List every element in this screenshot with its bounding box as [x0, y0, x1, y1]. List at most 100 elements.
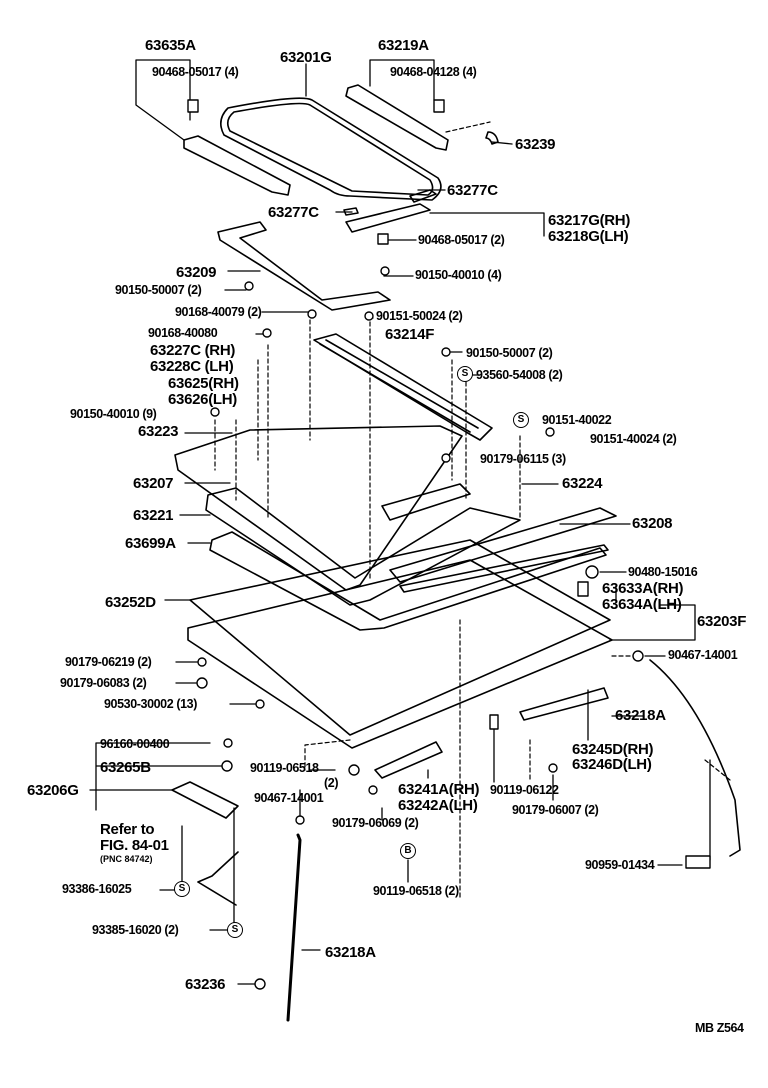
- part-label: 63277C: [268, 204, 319, 221]
- part-label: 63203F: [697, 613, 747, 630]
- part-label: 90150-50007 (2): [115, 283, 202, 297]
- part-label: 63239: [515, 136, 556, 153]
- part-label: 90179-06083 (2): [60, 676, 147, 690]
- part-label: 90530-30002 (13): [104, 697, 197, 711]
- bolt-90119-06518: [348, 764, 360, 776]
- part-label: 90168-40080: [148, 326, 218, 340]
- part-label: 63635A: [145, 37, 196, 54]
- part-label: 63227C (RH): [150, 342, 236, 359]
- clamp-90467-14001: [632, 650, 644, 662]
- part-label: 90119-06518: [250, 761, 319, 775]
- clip-90468-05017: [187, 99, 199, 113]
- part-label: 90959-01434: [585, 858, 655, 872]
- screw-90150-40010-9: [210, 407, 220, 417]
- part-label: 63214F: [385, 326, 435, 343]
- screw-marker-s: S: [457, 366, 473, 382]
- part-label: 63219A: [378, 37, 429, 54]
- part-label: 63208: [632, 515, 673, 532]
- part-label: 63236: [185, 976, 226, 993]
- part-label: 63218A: [615, 707, 666, 724]
- part-label: 63224: [562, 475, 603, 492]
- part-label: 90467-14001: [254, 791, 324, 805]
- guide-63217G: [345, 203, 431, 233]
- part-label: 90467-14001: [668, 648, 738, 662]
- part-label: 63201G: [280, 49, 332, 66]
- stopper-63633A: [577, 581, 589, 597]
- fasteners: [187, 99, 711, 990]
- housing-63203F: [187, 559, 613, 749]
- part-label: 90151-40024 (2): [590, 432, 677, 446]
- clip-63236: [254, 978, 266, 990]
- part-label: 63242A(LH): [398, 797, 478, 814]
- part-label: 63223: [138, 423, 179, 440]
- part-label: 63221: [133, 507, 174, 524]
- nut-90179-06069: [368, 785, 378, 795]
- part-label: 63218A: [325, 944, 376, 961]
- part-label: 63209: [176, 264, 217, 281]
- nut-90179-06083: [196, 677, 208, 689]
- part-label: 63228C (LH): [150, 358, 234, 375]
- part-label: 90179-06007 (2): [512, 803, 599, 817]
- part-label: 63626(LH): [168, 391, 237, 408]
- part-label: 63207: [133, 475, 174, 492]
- dashed-lines: [214, 121, 731, 901]
- screw-marker-s: S: [513, 412, 529, 428]
- clip-90468-05017-2: [377, 233, 389, 245]
- washer-96160-00400: [223, 738, 233, 748]
- gear-63265B: [221, 760, 233, 772]
- part-label: 90468-05017 (2): [418, 233, 505, 247]
- bolt-marker-b: B: [400, 843, 416, 859]
- part-label: 63277C: [447, 182, 498, 199]
- reference-pnc: (PNC 84742): [100, 854, 153, 864]
- reference-figure: FIG. 84-01: [100, 837, 169, 854]
- part-label: 63699A: [125, 535, 176, 552]
- part-label: 63634A(LH): [602, 596, 682, 613]
- screw-marker-s: S: [174, 881, 190, 897]
- screw-90168-40079: [307, 309, 317, 319]
- screw-90150-50007-b: [441, 347, 451, 357]
- bracket-63241A: [374, 741, 443, 779]
- bracket-63245D: [519, 687, 609, 721]
- part-label: 63217G(RH): [548, 212, 631, 229]
- part-label: 90150-40010 (9): [70, 407, 157, 421]
- glass-panel-inner: [226, 102, 434, 196]
- screw-90150-50007: [244, 281, 254, 291]
- nut-90179-06219: [197, 657, 207, 667]
- part-label: 90179-06115 (3): [480, 452, 566, 466]
- part-label: 63252D: [105, 594, 156, 611]
- part-label: 93386-16025: [62, 882, 132, 896]
- clip-63239: [485, 131, 499, 145]
- frame-63221: [205, 487, 521, 606]
- deflector-63209: [217, 221, 391, 311]
- cable-bracket: [197, 851, 239, 906]
- part-label: 63246D(LH): [572, 756, 652, 773]
- frame-63214F: [313, 333, 493, 441]
- part-label: 96160-00400: [100, 737, 170, 751]
- screw-90168-40080: [262, 328, 272, 338]
- bracket-63277C-a: [409, 189, 437, 203]
- part-label: 63218G(LH): [548, 228, 629, 245]
- glass-panel-63201G: [220, 97, 442, 201]
- part-label: 90151-50024 (2): [376, 309, 463, 323]
- screw-90150-40010: [380, 266, 390, 276]
- part-label: 90151-40022: [542, 413, 612, 427]
- part-label: 90480-15016: [628, 565, 698, 579]
- screw-marker-s: S: [227, 922, 243, 938]
- part-label: 90119-06122: [490, 783, 559, 797]
- leader-lines: [89, 59, 711, 985]
- reference-note: Refer to: [100, 821, 155, 838]
- clip-90530-30002: [255, 699, 265, 709]
- part-label: 90468-05017 (4): [152, 65, 239, 79]
- frame-63207: [174, 425, 463, 591]
- part-label: 63241A(RH): [398, 781, 480, 798]
- nut-90179-06007: [548, 763, 558, 773]
- part-label: 63265B: [100, 759, 151, 776]
- figure-code: MB Z564: [695, 1021, 744, 1035]
- nut-90179-06115: [441, 453, 451, 463]
- rail-63635A: [183, 135, 291, 196]
- part-label: 63206G: [27, 782, 79, 799]
- clamp-90467-14001-b: [295, 815, 305, 825]
- part-label: 90168-40079 (2): [175, 305, 262, 319]
